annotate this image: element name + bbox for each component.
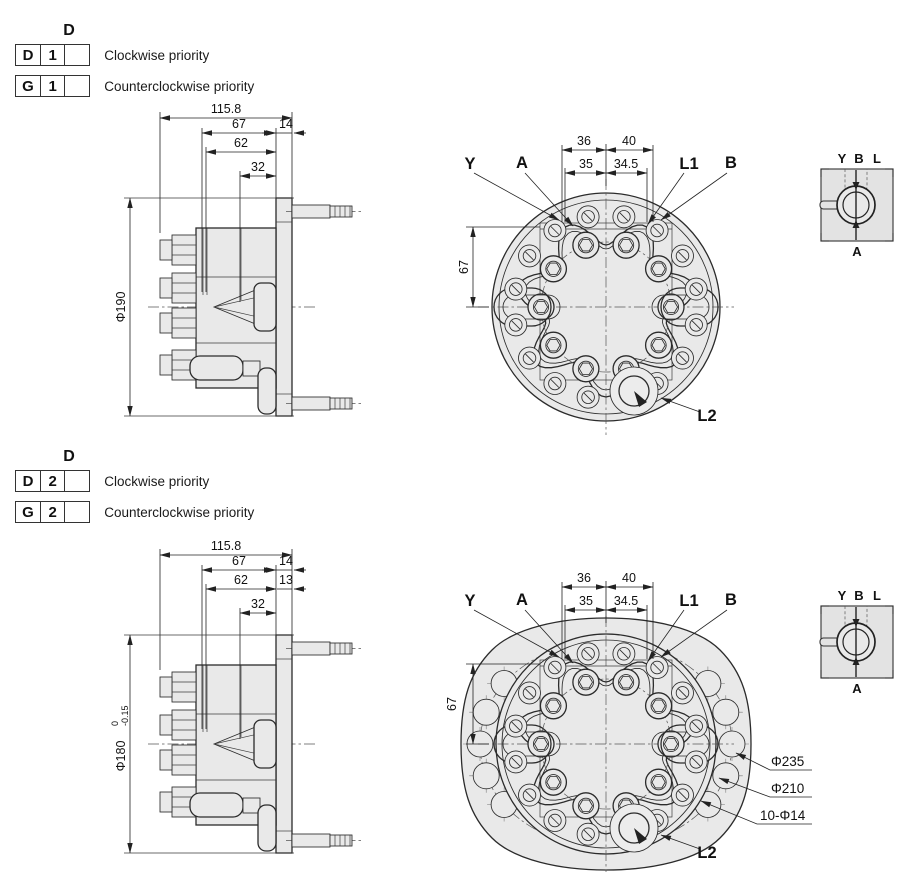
schem-label-a: A bbox=[852, 244, 862, 259]
label-port-y: Y bbox=[464, 592, 475, 610]
dim-34-5: 34.5 bbox=[614, 594, 638, 608]
dim-32: 32 bbox=[251, 160, 265, 174]
dim-diameter-180: Φ180 bbox=[114, 741, 128, 772]
code-cell-number: 2 bbox=[39, 470, 66, 492]
dim-14: 14 bbox=[279, 554, 293, 568]
dim-67-vertical: 67 bbox=[457, 260, 471, 274]
schematic-1 bbox=[819, 168, 894, 242]
schem-label-a: A bbox=[852, 681, 862, 696]
option-row-d1: D 1 Clockwise priority bbox=[15, 44, 254, 66]
dim-32: 32 bbox=[251, 597, 265, 611]
option-description: Counterclockwise priority bbox=[104, 78, 255, 94]
dim-13: 13 bbox=[279, 573, 293, 587]
schematic-2 bbox=[819, 605, 894, 679]
config-selector-1: D D 1 Clockwise priority G 1 Countercloc… bbox=[15, 22, 254, 106]
schem-label-b: B bbox=[854, 588, 863, 603]
schem-label-b: B bbox=[854, 151, 863, 166]
schem-label-l: L bbox=[873, 151, 881, 166]
label-port-l1: L1 bbox=[679, 155, 698, 173]
tolerance-lower: -0.15 bbox=[120, 705, 130, 726]
code-cell-letter: G bbox=[15, 75, 41, 97]
dim-34-5: 34.5 bbox=[614, 157, 638, 171]
dim-overall-length: 115.8 bbox=[211, 539, 241, 553]
label-port-l2: L2 bbox=[697, 407, 716, 425]
code-cell-letter: D bbox=[15, 470, 41, 492]
dim-67: 67 bbox=[232, 117, 246, 131]
config-selector-2: D D 2 Clockwise priority G 2 Countercloc… bbox=[15, 448, 254, 532]
dim-14: 14 bbox=[279, 117, 293, 131]
dim-overall-length: 115.8 bbox=[211, 102, 241, 116]
option-column-header: D bbox=[63, 22, 75, 39]
code-cell-empty bbox=[64, 501, 91, 523]
label-port-l2: L2 bbox=[697, 844, 716, 862]
tolerance-upper: 0 bbox=[110, 721, 120, 726]
dim-67-vertical: 67 bbox=[445, 697, 459, 711]
schem-label-y: Y bbox=[838, 151, 847, 166]
code-cell-letter: G bbox=[15, 501, 41, 523]
schem-label-l: L bbox=[873, 588, 881, 603]
code-cell-empty bbox=[64, 470, 91, 492]
section-2-drawings: 13 115.8 67 14 62 32 Φ180 0 -0.15 36 40 … bbox=[110, 539, 894, 872]
label-port-b: B bbox=[725, 591, 737, 609]
dim-40: 40 bbox=[622, 571, 636, 585]
code-cell-letter: D bbox=[15, 44, 41, 66]
dim-diameter-190: Φ190 bbox=[114, 292, 128, 323]
side-view-2 bbox=[147, 634, 363, 854]
code-cell-number: 1 bbox=[39, 44, 66, 66]
dim-40: 40 bbox=[622, 134, 636, 148]
code-cell-empty bbox=[64, 75, 91, 97]
label-port-b: B bbox=[725, 154, 737, 172]
label-port-a: A bbox=[516, 591, 528, 609]
schem-label-y: Y bbox=[838, 588, 847, 603]
dim-36: 36 bbox=[577, 571, 591, 585]
code-cell-empty bbox=[64, 44, 91, 66]
option-row-g1: G 1 Counterclockwise priority bbox=[15, 75, 254, 97]
dim-62: 62 bbox=[234, 136, 248, 150]
option-description: Counterclockwise priority bbox=[104, 504, 255, 520]
dim-62: 62 bbox=[234, 573, 248, 587]
dim-36: 36 bbox=[577, 134, 591, 148]
flange-callouts: Φ235 Φ210 10-Φ14 bbox=[700, 752, 812, 825]
option-row-g2: G 2 Counterclockwise priority bbox=[15, 501, 254, 523]
label-port-a: A bbox=[516, 154, 528, 172]
label-port-l1: L1 bbox=[679, 592, 698, 610]
section-1-drawings: 115.8 67 14 62 32 Φ190 36 40 35 34.5 67 … bbox=[114, 102, 894, 435]
option-column-header: D bbox=[63, 448, 75, 465]
callout-hole-count: 10-Φ14 bbox=[760, 808, 806, 823]
side-view-1 bbox=[147, 197, 363, 417]
dim-35: 35 bbox=[579, 157, 593, 171]
code-cell-number: 1 bbox=[39, 75, 66, 97]
callout-outer-diameter: Φ235 bbox=[771, 754, 804, 769]
callout-bolt-circle: Φ210 bbox=[771, 781, 804, 796]
label-port-y: Y bbox=[464, 155, 475, 173]
code-cell-number: 2 bbox=[39, 501, 66, 523]
option-description: Clockwise priority bbox=[104, 47, 210, 63]
option-description: Clockwise priority bbox=[104, 473, 210, 489]
dim-35: 35 bbox=[579, 594, 593, 608]
option-row-d2: D 2 Clockwise priority bbox=[15, 470, 254, 492]
dim-67: 67 bbox=[232, 554, 246, 568]
